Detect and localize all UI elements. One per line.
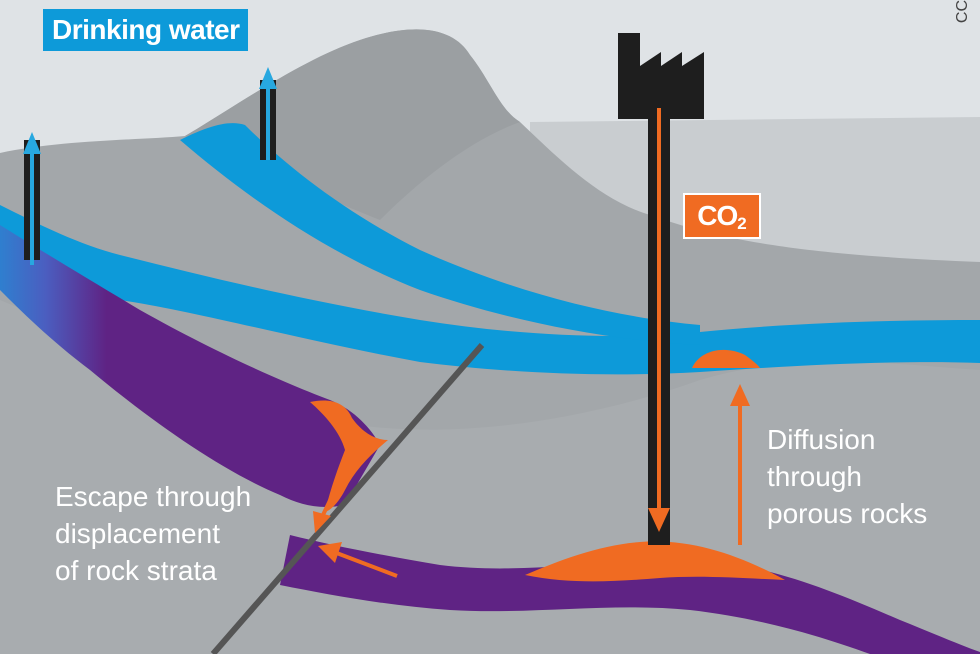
reservoir-left — [0, 225, 380, 507]
co2-pocket — [692, 349, 760, 368]
down-arrow-icon — [648, 508, 670, 532]
escape-arrows — [313, 487, 398, 578]
co2-main-text: CO — [697, 200, 738, 231]
diffusion-line-1: Diffusion — [767, 424, 876, 455]
diffusion-arrow — [730, 384, 750, 545]
escape-line-1: Escape through — [55, 481, 252, 512]
drinking-water-label: Drinking water — [43, 9, 249, 51]
co2-subscript: 2 — [737, 214, 747, 233]
escape-line-2: displacement — [55, 518, 220, 549]
escape-annotation: Escape through displacement of rock stra… — [55, 478, 285, 589]
co2-plume — [525, 541, 785, 582]
left-well — [23, 132, 41, 265]
fault-line — [210, 343, 485, 654]
diffusion-line-2: through — [767, 461, 862, 492]
co2-fault-leak — [310, 400, 388, 512]
co2-label: CO2 — [683, 193, 761, 239]
reservoir-right — [280, 535, 980, 654]
up-arrow-icon — [259, 67, 277, 89]
diffusion-line-3: porous rocks — [767, 498, 928, 529]
upper-aquifer — [0, 205, 980, 375]
factory-icon — [618, 33, 704, 545]
up-arrow-icon — [23, 132, 41, 154]
right-well — [259, 67, 277, 160]
diffusion-annotation: Diffusion through porous rocks — [767, 421, 967, 532]
credit-text: CC — [954, 0, 971, 24]
escape-line-3: of rock strata — [55, 555, 217, 586]
